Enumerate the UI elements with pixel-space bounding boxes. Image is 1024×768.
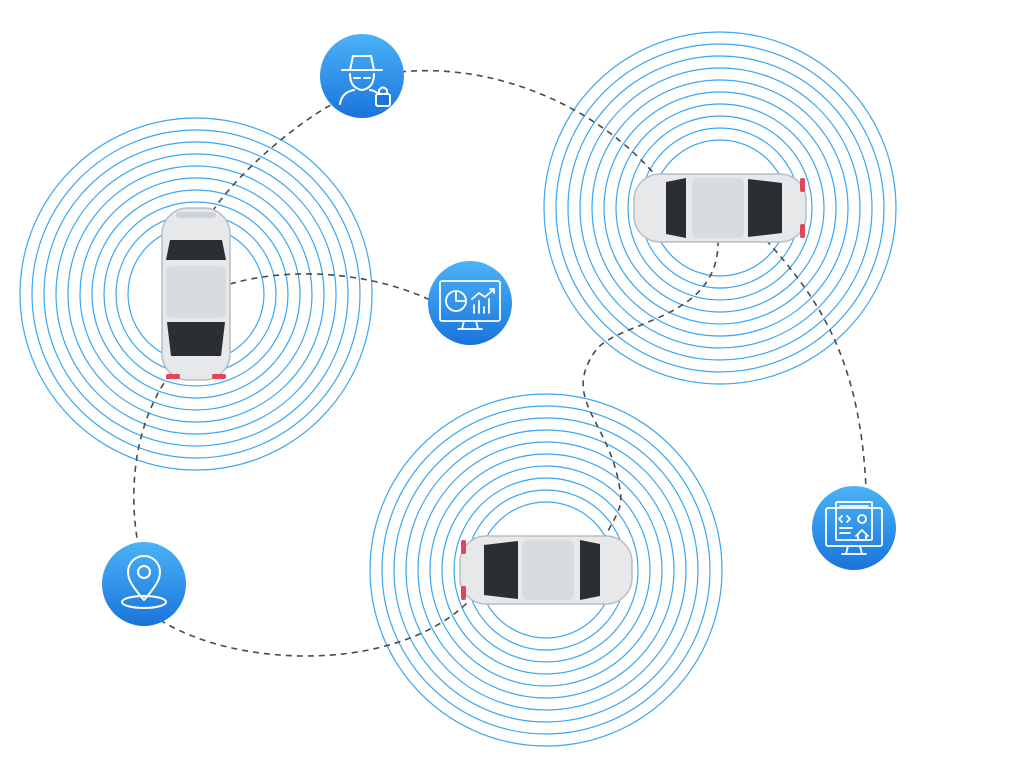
location-pin-icon bbox=[121, 555, 167, 609]
spy-lock-icon bbox=[339, 55, 391, 107]
connector-lines bbox=[133, 69, 867, 657]
connector-security-to-car-top-right bbox=[399, 69, 657, 177]
badge-security bbox=[320, 34, 404, 118]
connector-car-left-to-analytics bbox=[229, 273, 431, 301]
vehicle-car-bottom-center bbox=[459, 535, 633, 605]
connector-car-left-to-location bbox=[133, 373, 171, 545]
vehicle-car-left bbox=[161, 207, 231, 381]
connector-location-to-car-bottom bbox=[159, 599, 471, 657]
badge-web-dashboard bbox=[812, 486, 896, 570]
monitor-chart-icon bbox=[439, 280, 501, 330]
connector-car-top-right-to-car-bottom bbox=[582, 239, 719, 537]
badge-analytics bbox=[428, 261, 512, 345]
vehicle-car-top-right bbox=[633, 173, 807, 243]
badge-location bbox=[102, 542, 186, 626]
connector-security-to-car-left bbox=[211, 99, 341, 213]
monitor-code-icon bbox=[825, 501, 883, 555]
